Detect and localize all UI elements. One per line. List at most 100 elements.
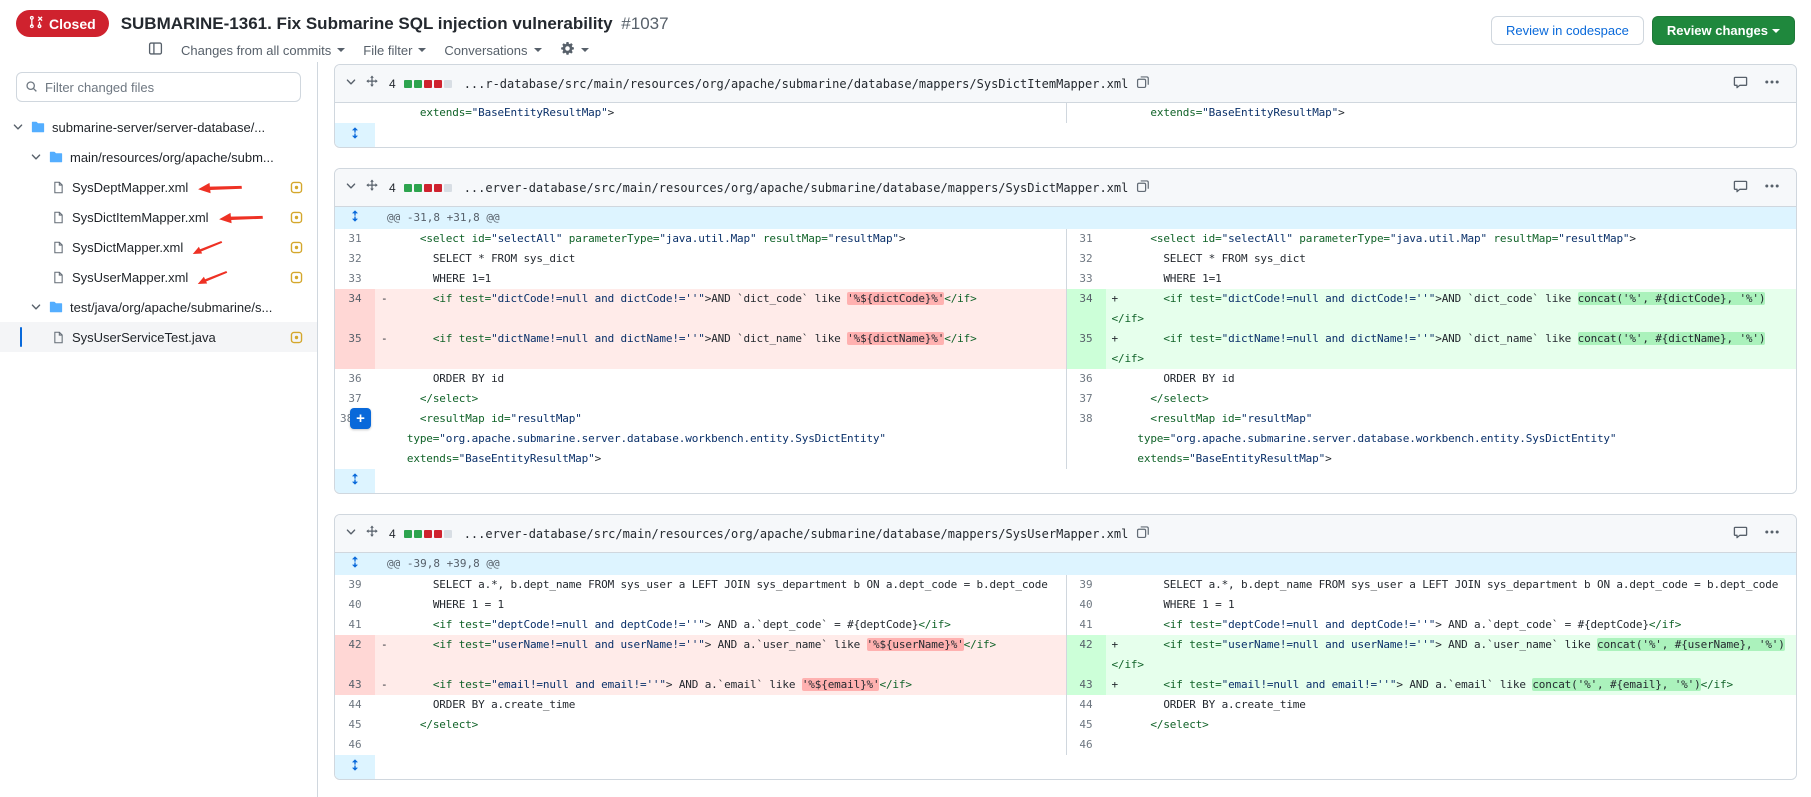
changes-count: 4 — [389, 76, 396, 91]
file-drag-handle[interactable] — [365, 75, 379, 92]
code-line-right: <resultMap id="resultMap" type="org.apac… — [1137, 412, 1617, 465]
file-options-kebab[interactable] — [1764, 524, 1780, 543]
chevron-down-icon — [12, 121, 24, 133]
code-line-left: <resultMap id="resultMap" type="org.apac… — [406, 412, 886, 465]
code-line-right: + <if test="dictName!=null and dictName!… — [1105, 329, 1796, 369]
line-number-left[interactable] — [335, 103, 375, 123]
line-number-right[interactable] — [1065, 103, 1106, 123]
tree-folder-item[interactable]: submarine-server/server-database/... — [0, 112, 317, 142]
line-number-left[interactable]: 31 — [348, 232, 362, 245]
file-drag-handle[interactable] — [365, 525, 379, 542]
tree-file-item[interactable]: SysDictItemMapper.xml — [0, 202, 317, 232]
line-number-right[interactable]: 45 — [1065, 715, 1106, 735]
file-comment-button[interactable] — [1733, 179, 1748, 197]
expand-diff-row — [335, 123, 1796, 147]
line-number-right[interactable]: 46 — [1065, 735, 1106, 755]
line-number-left[interactable]: 42 — [335, 635, 375, 675]
tree-folder-item[interactable]: main/resources/org/apache/subm... — [0, 142, 317, 172]
line-number-right[interactable]: 43 — [1065, 675, 1106, 695]
line-number-left[interactable]: 34 — [335, 289, 375, 329]
tree-file-item[interactable]: SysUserServiceTest.java — [0, 322, 317, 352]
expand-diff-button[interactable] — [335, 755, 375, 779]
line-number-right[interactable]: 37 — [1065, 389, 1106, 409]
expand-diff-button[interactable] — [335, 469, 375, 493]
file-options-kebab[interactable] — [1764, 178, 1780, 197]
line-number-right[interactable]: 38 — [1065, 409, 1106, 469]
file-filter-dropdown[interactable]: File filter — [363, 43, 427, 58]
file-comment-button[interactable] — [1733, 75, 1748, 93]
line-number-left[interactable]: 36 — [348, 372, 362, 385]
file-collapse-toggle[interactable] — [345, 180, 357, 195]
line-number-right[interactable]: 32 — [1065, 249, 1106, 269]
file-comment-button[interactable] — [1733, 525, 1748, 543]
line-number-left[interactable]: 43 — [335, 675, 375, 695]
code-line-left — [375, 735, 1066, 755]
file-path[interactable]: ...erver-database/src/main/resources/org… — [463, 180, 1129, 195]
code-line-right — [1106, 735, 1797, 755]
tree-folder-item[interactable]: test/java/org/apache/submarine/s... — [0, 292, 317, 322]
tree-file-item[interactable]: SysDictMapper.xml — [0, 232, 317, 262]
line-number-left[interactable]: 40 — [348, 598, 362, 611]
diff-settings-dropdown[interactable] — [560, 41, 589, 59]
file-tree-toggle-button[interactable] — [148, 41, 163, 59]
diff-line-row: 41 <if test="deptCode!=null and deptCode… — [335, 615, 1796, 635]
line-number-left[interactable]: 37 — [348, 392, 362, 405]
line-number-left[interactable]: 39 — [348, 578, 362, 591]
file-path[interactable]: ...r-database/src/main/resources/org/apa… — [463, 76, 1129, 91]
line-number-left[interactable]: 44 — [348, 698, 362, 711]
diff-marker: + — [1111, 638, 1119, 651]
line-number-left[interactable]: 45 — [348, 718, 362, 731]
line-number-left[interactable]: 46 — [348, 738, 362, 751]
pr-title-text: SUBMARINE-1361. Fix Submarine SQL inject… — [120, 13, 613, 33]
copy-icon — [1136, 179, 1150, 196]
tree-item-label: test/java/org/apache/submarine/s... — [70, 299, 273, 315]
unfold-icon — [348, 758, 362, 777]
tree-file-item[interactable]: SysDeptMapper.xml — [0, 172, 317, 202]
expand-diff-button[interactable] — [335, 123, 375, 147]
copy-path-button[interactable] — [1136, 75, 1150, 92]
hunk-range-label: @@ -39,8 +39,8 @@ — [387, 557, 500, 570]
file-collapse-toggle[interactable] — [345, 526, 357, 541]
file-drag-handle[interactable] — [365, 179, 379, 196]
line-number-left[interactable]: 33 — [348, 272, 362, 285]
line-number-left[interactable]: 41 — [348, 618, 362, 631]
line-number-right[interactable]: 35 — [1065, 329, 1106, 369]
line-number-left[interactable]: 32 — [348, 252, 362, 265]
diffstat-blocks — [403, 183, 452, 192]
expand-diff-filler — [375, 469, 1796, 493]
line-number-right[interactable]: 42 — [1065, 635, 1106, 675]
line-number-right[interactable]: 40 — [1065, 595, 1106, 615]
file-collapse-toggle[interactable] — [345, 76, 357, 91]
copy-icon — [1136, 75, 1150, 92]
filter-changed-files-input[interactable] — [16, 72, 301, 102]
code-line-right: WHERE 1 = 1 — [1124, 598, 1235, 611]
line-number-right[interactable]: 33 — [1065, 269, 1106, 289]
add-comment-plus-button[interactable]: + — [350, 408, 371, 429]
file-path[interactable]: ...erver-database/src/main/resources/org… — [463, 526, 1129, 541]
chevron-down-icon — [30, 151, 42, 163]
copy-path-button[interactable] — [1136, 525, 1150, 542]
expand-hunk-button[interactable] — [335, 553, 375, 575]
line-number-right[interactable]: 41 — [1065, 615, 1106, 635]
line-number-right[interactable]: 31 — [1065, 229, 1106, 249]
sidebar-toggle-icon — [148, 41, 163, 59]
code-line-left: <if test="deptCode!=null and deptCode!='… — [432, 618, 951, 631]
line-number-right[interactable]: 36 — [1065, 369, 1106, 389]
line-number-right[interactable]: 44 — [1065, 695, 1106, 715]
line-number-right[interactable]: 39 — [1065, 575, 1106, 595]
diff-line-row: extends="BaseEntityResultMap"> extends="… — [335, 103, 1796, 123]
review-changes-button[interactable]: Review changes — [1651, 16, 1795, 45]
chevron-down-icon — [345, 76, 357, 91]
review-in-codespace-button[interactable]: Review in codespace — [1490, 16, 1644, 45]
comment-icon — [1733, 75, 1748, 93]
tree-file-item[interactable]: SysUserMapper.xml — [0, 262, 317, 292]
copy-path-button[interactable] — [1136, 179, 1150, 196]
expand-hunk-button[interactable] — [335, 207, 375, 229]
line-number-right[interactable]: 34 — [1065, 289, 1106, 329]
code-line-left: SELECT * FROM sys_dict — [394, 252, 576, 265]
file-options-kebab[interactable] — [1764, 74, 1780, 93]
line-number-left[interactable]: 38+ — [335, 408, 375, 469]
changes-from-dropdown[interactable]: Changes from all commits — [181, 43, 346, 58]
conversations-dropdown[interactable]: Conversations — [444, 43, 542, 58]
line-number-left[interactable]: 35 — [335, 329, 375, 369]
